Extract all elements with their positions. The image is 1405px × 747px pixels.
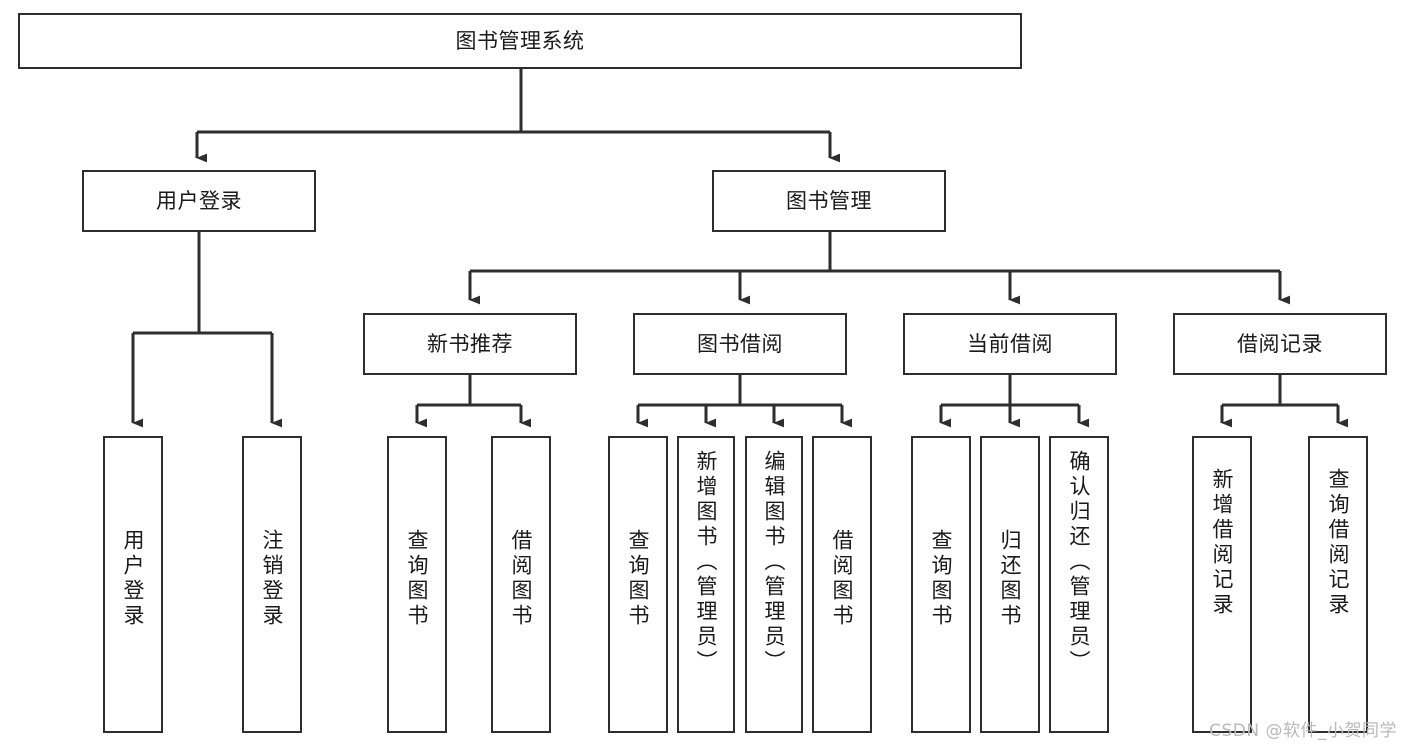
connector-new-book-recommend-to-leaves: [415, 375, 532, 428]
node-root-label: 图书管理系统: [455, 28, 585, 53]
leaf-user-login-label: 用户登录: [121, 529, 146, 629]
node-book-manage[interactable]: 图书管理: [712, 170, 946, 232]
leaf-return-book[interactable]: 归还图书: [980, 436, 1040, 733]
node-user-login[interactable]: 用户登录: [82, 170, 316, 232]
node-new-book-recommend-label: 新书推荐: [427, 331, 513, 356]
leaf-query-book-3-label: 查询图书: [929, 529, 954, 629]
node-current-borrow-label: 当前借阅: [967, 331, 1053, 356]
leaf-query-book-3[interactable]: 查询图书: [911, 436, 971, 733]
connector-user-login-to-leaves: [131, 232, 283, 428]
leaf-borrow-book-1[interactable]: 借阅图书: [491, 436, 551, 733]
csdn-watermark: CSDN @软件_小贺同学: [1209, 721, 1397, 741]
node-root[interactable]: 图书管理系统: [18, 13, 1022, 69]
connector-root-to-level2: [195, 68, 841, 163]
leaf-add-record[interactable]: 新增借阅记录: [1192, 436, 1252, 733]
connector-borrow-record-to-leaves: [1220, 375, 1349, 428]
leaf-logout-login-label: 注销登录: [260, 529, 285, 629]
node-book-borrow-label: 图书借阅: [697, 331, 783, 356]
leaf-add-book[interactable]: 新增图书（管理员）: [677, 436, 735, 733]
node-borrow-record-label: 借阅记录: [1237, 331, 1323, 356]
leaf-edit-book[interactable]: 编辑图书（管理员）: [745, 436, 803, 733]
node-current-borrow[interactable]: 当前借阅: [903, 313, 1117, 375]
connector-book-manage-to-level3: [468, 232, 1291, 305]
leaf-borrow-book-2-label: 借阅图书: [830, 529, 855, 629]
leaf-query-record-label: 查询借阅记录: [1326, 468, 1351, 618]
connector-book-borrow-to-leaves: [636, 375, 853, 428]
leaf-query-book-2-label: 查询图书: [626, 529, 651, 629]
leaf-user-login[interactable]: 用户登录: [103, 436, 163, 733]
leaf-query-book-1[interactable]: 查询图书: [387, 436, 447, 733]
node-book-borrow[interactable]: 图书借阅: [633, 313, 847, 375]
leaf-edit-book-label: 编辑图书（管理员）: [762, 450, 787, 675]
leaf-logout-login[interactable]: 注销登录: [242, 436, 302, 733]
leaf-query-book-2[interactable]: 查询图书: [608, 436, 668, 733]
leaf-query-record[interactable]: 查询借阅记录: [1308, 436, 1368, 733]
node-user-login-label: 用户登录: [156, 188, 242, 213]
leaf-return-book-label: 归还图书: [998, 529, 1023, 629]
node-book-manage-label: 图书管理: [786, 188, 872, 213]
leaf-add-record-label: 新增借阅记录: [1210, 468, 1235, 618]
node-borrow-record[interactable]: 借阅记录: [1173, 313, 1387, 375]
node-new-book-recommend[interactable]: 新书推荐: [363, 313, 577, 375]
leaf-borrow-book-1-label: 借阅图书: [509, 529, 534, 629]
leaf-borrow-book-2[interactable]: 借阅图书: [812, 436, 872, 733]
leaf-query-book-1-label: 查询图书: [405, 529, 430, 629]
leaf-add-book-label: 新增图书（管理员）: [694, 450, 719, 675]
leaf-confirm-return-label: 确认归还（管理员）: [1067, 450, 1092, 675]
leaf-confirm-return[interactable]: 确认归还（管理员）: [1049, 436, 1109, 733]
connector-current-borrow-to-leaves: [939, 375, 1090, 428]
